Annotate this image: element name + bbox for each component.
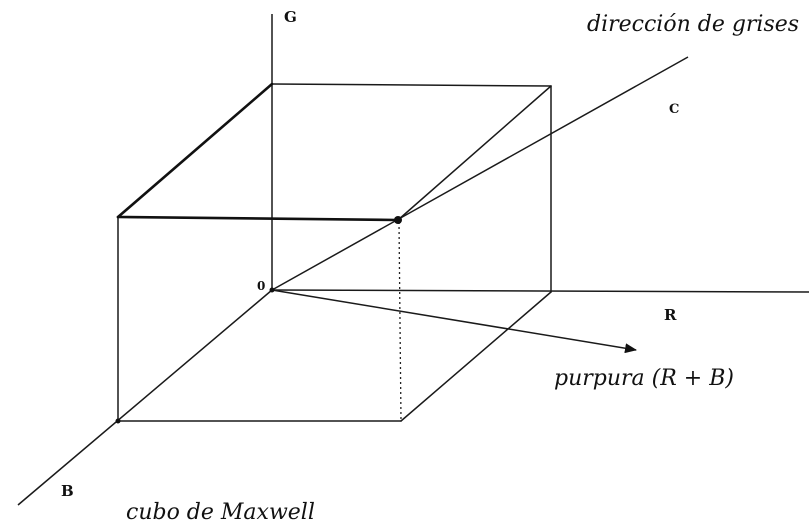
gray-direction-label: dirección de grises xyxy=(587,12,800,37)
b-corner-point xyxy=(115,418,121,424)
cube-edge-front-right-vertical xyxy=(398,221,402,422)
purple-label: purpura (R + B) xyxy=(554,366,734,391)
white-corner-point xyxy=(394,216,402,224)
cube-edge-back-top xyxy=(271,83,552,87)
cube-edge-top-left-depth xyxy=(116,82,274,219)
origin-point xyxy=(269,287,275,293)
cube-edge-front-top xyxy=(116,215,400,222)
cube-edge-bottom-right-depth xyxy=(400,291,552,422)
origin-label: 0 xyxy=(257,279,266,293)
cube-caption: cubo de Maxwell xyxy=(126,500,315,525)
b-axis xyxy=(17,289,273,506)
cube-edge-top-right-depth xyxy=(397,85,552,221)
axis-label-g: G xyxy=(284,8,297,26)
axis-label-b: B xyxy=(61,482,74,500)
gray-direction-line xyxy=(271,56,689,291)
corner-label-c: C xyxy=(669,102,680,117)
purple-vector-arrow xyxy=(271,289,637,354)
axis-label-r: R xyxy=(664,306,677,324)
r-axis xyxy=(271,289,809,293)
